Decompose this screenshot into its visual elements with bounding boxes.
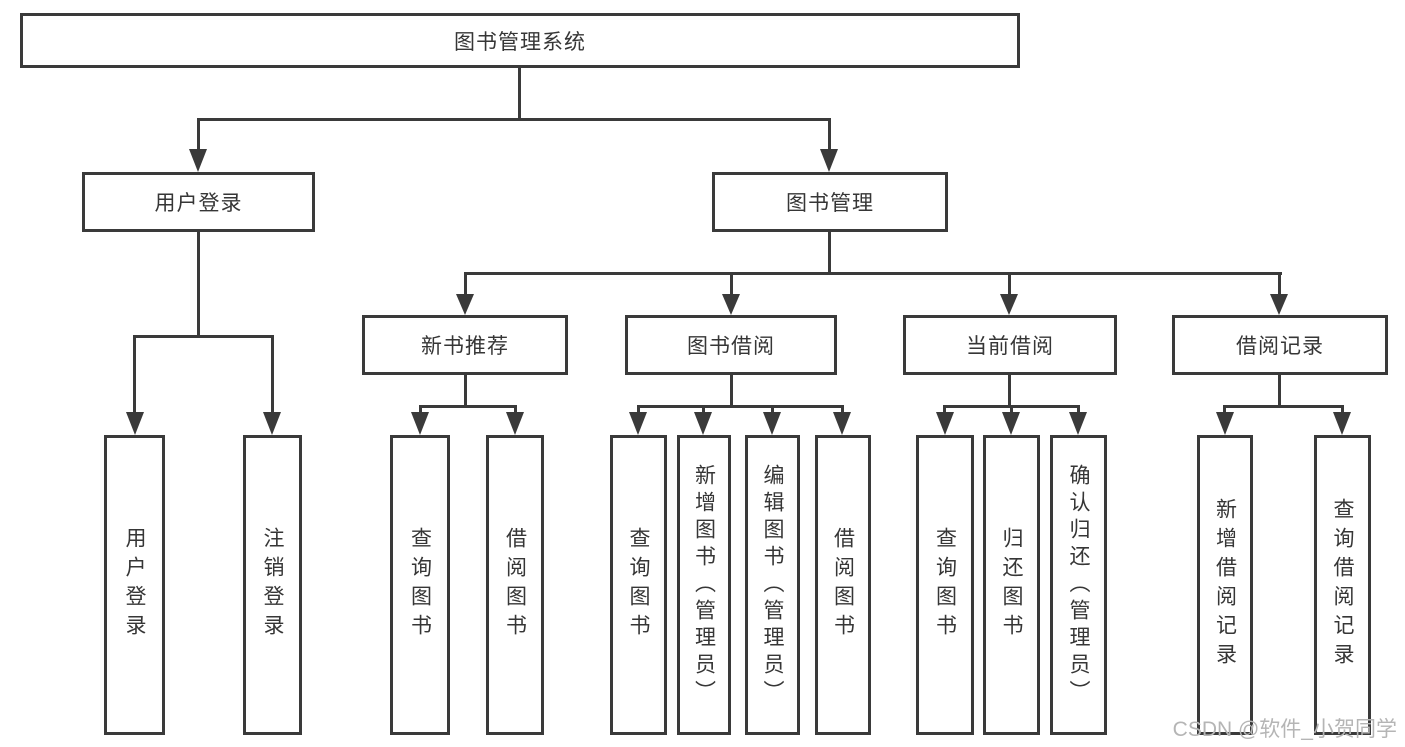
connector-line: [943, 405, 946, 417]
connector-line: [419, 405, 517, 408]
leaf-borrow-query: 查询图书: [610, 435, 667, 735]
connector-line: [419, 405, 422, 417]
arrow-down-icon: [629, 412, 647, 435]
arrow-down-icon: [820, 149, 838, 172]
arrow-down-icon: [1069, 412, 1087, 435]
node-root: 图书管理系统: [20, 13, 1020, 68]
connector-line: [828, 118, 831, 152]
leaf-newbook-query: 查询图书: [390, 435, 450, 735]
connector-line: [464, 375, 467, 408]
leaf-newbook-query-label: 查询图书: [408, 527, 432, 643]
arrow-down-icon: [411, 412, 429, 435]
connector-line: [1008, 272, 1011, 298]
leaf-user-login-label: 用户登录: [123, 527, 146, 643]
connector-line: [197, 232, 200, 338]
leaf-current-return-label: 归还图书: [1000, 527, 1023, 643]
connector-line: [133, 335, 136, 413]
connector-line: [464, 272, 467, 298]
node-user-login: 用户登录: [82, 172, 315, 232]
leaf-borrow-edit: 编辑图书（管理员）: [745, 435, 800, 735]
node-current-borrow: 当前借阅: [903, 315, 1117, 375]
connector-line: [271, 335, 274, 413]
arrow-down-icon: [263, 412, 281, 435]
connector-line: [730, 272, 733, 298]
connector-line: [197, 118, 200, 152]
connector-line: [518, 68, 521, 121]
arrow-down-icon: [722, 294, 740, 315]
arrow-down-icon: [833, 412, 851, 435]
connector-line: [637, 405, 844, 408]
node-current-borrow-label: 当前借阅: [966, 335, 1054, 358]
leaf-current-confirm-label: 确认归还（管理员）: [1067, 463, 1090, 707]
arrow-down-icon: [189, 149, 207, 172]
leaf-borrow-borrow-label: 借阅图书: [831, 527, 855, 643]
connector-line: [828, 232, 831, 275]
leaf-borrow-add-label: 新增图书（管理员）: [692, 463, 716, 707]
leaf-borrow-edit-label: 编辑图书（管理员）: [761, 463, 784, 707]
connector-line: [514, 405, 517, 417]
connector-line: [1341, 405, 1344, 417]
node-new-book-rec: 新书推荐: [362, 315, 568, 375]
connector-line: [1077, 405, 1080, 417]
node-new-book-rec-label: 新书推荐: [421, 335, 509, 358]
node-book-borrow-label: 图书借阅: [687, 335, 775, 358]
connector-line: [1008, 375, 1011, 408]
arrow-down-icon: [456, 294, 474, 315]
leaf-records-add: 新增借阅记录: [1197, 435, 1253, 735]
connector-line: [1224, 405, 1344, 408]
csdn-watermark: CSDN @软件_小贺同学: [1172, 718, 1397, 741]
connector-line: [730, 375, 733, 408]
leaf-records-query: 查询借阅记录: [1314, 435, 1371, 735]
leaf-user-login: 用户登录: [104, 435, 165, 735]
connector-line: [771, 405, 774, 417]
node-root-label: 图书管理系统: [454, 30, 586, 54]
arrow-down-icon: [694, 412, 712, 435]
arrow-down-icon: [1002, 412, 1020, 435]
leaf-current-confirm: 确认归还（管理员）: [1050, 435, 1107, 735]
leaf-borrow-borrow: 借阅图书: [815, 435, 871, 735]
leaf-current-return: 归还图书: [983, 435, 1040, 735]
leaf-logout-label: 注销登录: [261, 527, 284, 643]
arrow-down-icon: [1216, 412, 1234, 435]
arrow-down-icon: [1333, 412, 1351, 435]
leaf-newbook-borrow: 借阅图书: [486, 435, 544, 735]
connector-line: [133, 335, 273, 338]
connector-line: [1223, 405, 1226, 417]
arrow-down-icon: [763, 412, 781, 435]
leaf-borrow-add: 新增图书（管理员）: [677, 435, 731, 735]
leaf-newbook-borrow-label: 借阅图书: [503, 527, 527, 643]
connector-line: [1278, 375, 1281, 408]
arrow-down-icon: [1270, 294, 1288, 315]
connector-line: [637, 405, 640, 417]
leaf-current-query: 查询图书: [916, 435, 974, 735]
connector-line: [197, 118, 831, 121]
connector-line: [464, 272, 1282, 275]
leaf-current-query-label: 查询图书: [933, 527, 957, 643]
connector-line: [1278, 272, 1281, 298]
connector-line: [841, 405, 844, 417]
arrow-down-icon: [936, 412, 954, 435]
node-book-borrow: 图书借阅: [625, 315, 837, 375]
leaf-borrow-query-label: 查询图书: [627, 527, 650, 643]
node-borrow-records: 借阅记录: [1172, 315, 1388, 375]
leaf-records-query-label: 查询借阅记录: [1331, 498, 1354, 672]
node-book-mgmt: 图书管理: [712, 172, 948, 232]
node-book-mgmt-label: 图书管理: [786, 192, 874, 215]
arrow-down-icon: [506, 412, 524, 435]
connector-line: [1010, 405, 1013, 417]
arrow-down-icon: [1000, 294, 1018, 315]
connector-line: [702, 405, 705, 417]
arrow-down-icon: [126, 412, 144, 435]
node-borrow-records-label: 借阅记录: [1236, 335, 1324, 358]
leaf-records-add-label: 新增借阅记录: [1213, 498, 1237, 672]
leaf-logout: 注销登录: [243, 435, 302, 735]
node-user-login-label: 用户登录: [154, 192, 243, 215]
